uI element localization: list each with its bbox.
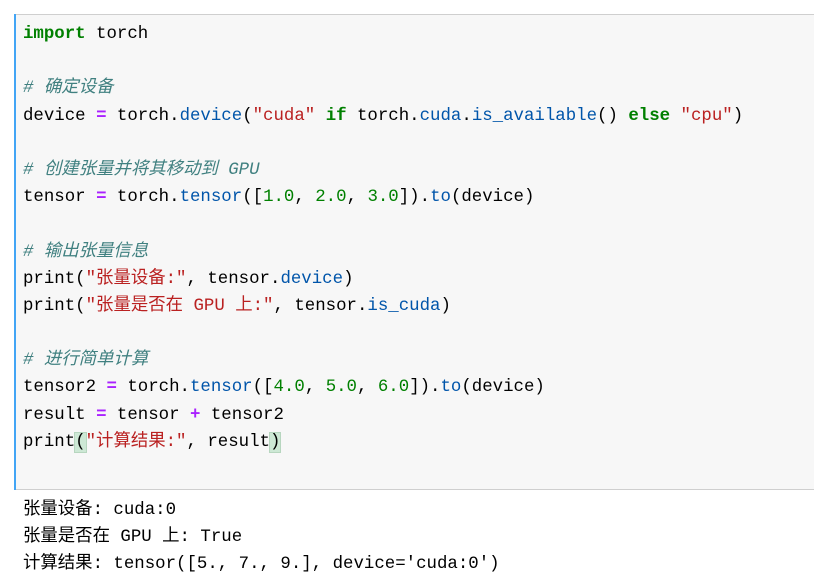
code-text: ) xyxy=(343,269,354,289)
code-text: torch. xyxy=(116,378,190,398)
code-text: . xyxy=(461,106,472,126)
code-line-blank xyxy=(23,211,743,238)
code-line-15: result = tensor + tensor2 xyxy=(23,402,743,429)
code-text xyxy=(670,107,680,126)
string-literal: "计算结果:" xyxy=(85,432,187,452)
attribute: device xyxy=(280,269,344,289)
code-text: ) xyxy=(440,296,451,316)
code-text: ]). xyxy=(398,188,431,208)
code-text: print xyxy=(23,432,76,452)
code-line-13: # 进行简单计算 xyxy=(23,347,743,374)
code-line-10: print("张量设备:", tensor.device) xyxy=(23,266,743,293)
number-literal: 3.0 xyxy=(367,188,399,208)
output-line: 计算结果: tensor([5., 7., 9.], device='cuda:… xyxy=(23,555,500,575)
code-text: , xyxy=(357,378,378,398)
code-text: , xyxy=(346,188,368,208)
number-literal: 1.0 xyxy=(263,188,295,208)
code-text: torch. xyxy=(106,106,180,126)
code-line-3: # 确定设备 xyxy=(23,75,743,102)
attribute: tensor xyxy=(179,188,243,208)
code-line-blank xyxy=(23,130,743,157)
code-line-14: tensor2 = torch.tensor([4.0, 5.0, 6.0]).… xyxy=(23,374,743,401)
code-text: (device) xyxy=(461,378,545,398)
comment: # 创建张量并将其移动到 GPU xyxy=(23,160,260,180)
code-text: , tensor. xyxy=(273,296,368,316)
attribute: to xyxy=(440,378,462,398)
code-text: tensor2 xyxy=(23,378,107,398)
code-line-1: import torch xyxy=(23,21,743,48)
comment: # 输出张量信息 xyxy=(23,242,149,262)
code-text: print( xyxy=(23,269,86,289)
attribute: to xyxy=(430,188,451,208)
code-text: (device) xyxy=(450,188,535,208)
code-text xyxy=(315,107,325,126)
code-line-11: print("张量是否在 GPU 上:", tensor.is_cuda) xyxy=(23,293,743,320)
output-line: 张量是否在 GPU 上: True xyxy=(23,528,243,548)
keyword: import xyxy=(23,25,86,44)
code-line-blank xyxy=(23,48,743,75)
operator: = xyxy=(96,188,107,208)
code-text: tensor xyxy=(23,188,97,208)
output-line: 张量设备: cuda:0 xyxy=(23,501,177,520)
string-literal: "cuda" xyxy=(252,106,316,126)
attribute: cuda xyxy=(419,106,462,126)
code-text: () xyxy=(597,106,629,126)
number-literal: 6.0 xyxy=(377,378,410,398)
code-text: , xyxy=(294,188,316,208)
operator: = xyxy=(96,405,107,425)
code-text: , tensor. xyxy=(186,269,281,289)
keyword: if xyxy=(325,106,347,126)
attribute: tensor xyxy=(190,378,253,398)
code-text: print( xyxy=(23,296,86,316)
code-cell[interactable] xyxy=(14,14,814,490)
attribute: device xyxy=(179,106,243,126)
code-text: , result xyxy=(186,432,271,452)
operator: = xyxy=(106,378,117,398)
cell-selection-bar xyxy=(14,14,16,490)
code-line-9: # 输出张量信息 xyxy=(23,239,743,266)
matched-bracket: ( xyxy=(74,431,87,453)
code-text: ) xyxy=(732,106,744,126)
string-literal: "cpu" xyxy=(680,106,733,126)
code-text: ([ xyxy=(242,188,264,208)
code-text: torch xyxy=(85,25,149,44)
code-text: result xyxy=(23,405,97,425)
code-text: device xyxy=(23,106,97,126)
cell-output: 张量设备: cuda:0 张量是否在 GPU 上: True 计算结果: tenso… xyxy=(23,497,500,579)
code-text: torch. xyxy=(346,106,420,126)
code-line-blank xyxy=(23,320,743,347)
code-text: ]). xyxy=(409,378,441,398)
attribute: is_cuda xyxy=(367,296,441,316)
code-line-7: tensor = torch.tensor([1.0, 2.0, 3.0]).t… xyxy=(23,184,743,211)
code-text: tensor xyxy=(106,405,190,425)
number-literal: 5.0 xyxy=(325,378,357,398)
comment: # 进行简单计算 xyxy=(23,351,149,371)
code-text: ([ xyxy=(252,378,274,398)
operator: = xyxy=(96,106,107,126)
keyword: else xyxy=(628,106,671,126)
code-text: torch. xyxy=(106,188,180,208)
code-line-4: device = torch.device("cuda" if torch.cu… xyxy=(23,103,743,130)
code-text: tensor2 xyxy=(200,405,284,425)
string-literal: "张量是否在 GPU 上:" xyxy=(85,296,274,316)
matched-bracket: ) xyxy=(268,431,282,453)
string-literal: "张量设备:" xyxy=(85,269,187,289)
attribute: is_available xyxy=(471,106,598,126)
code-text: ( xyxy=(242,106,253,126)
number-literal: 4.0 xyxy=(273,378,305,398)
comment: # 确定设备 xyxy=(23,79,114,99)
code-text: , xyxy=(304,378,326,398)
code-line-16: print("计算结果:", result) xyxy=(23,429,743,456)
operator: + xyxy=(190,405,201,425)
number-literal: 2.0 xyxy=(315,188,347,208)
code-line-6: # 创建张量并将其移动到 GPU xyxy=(23,157,743,184)
